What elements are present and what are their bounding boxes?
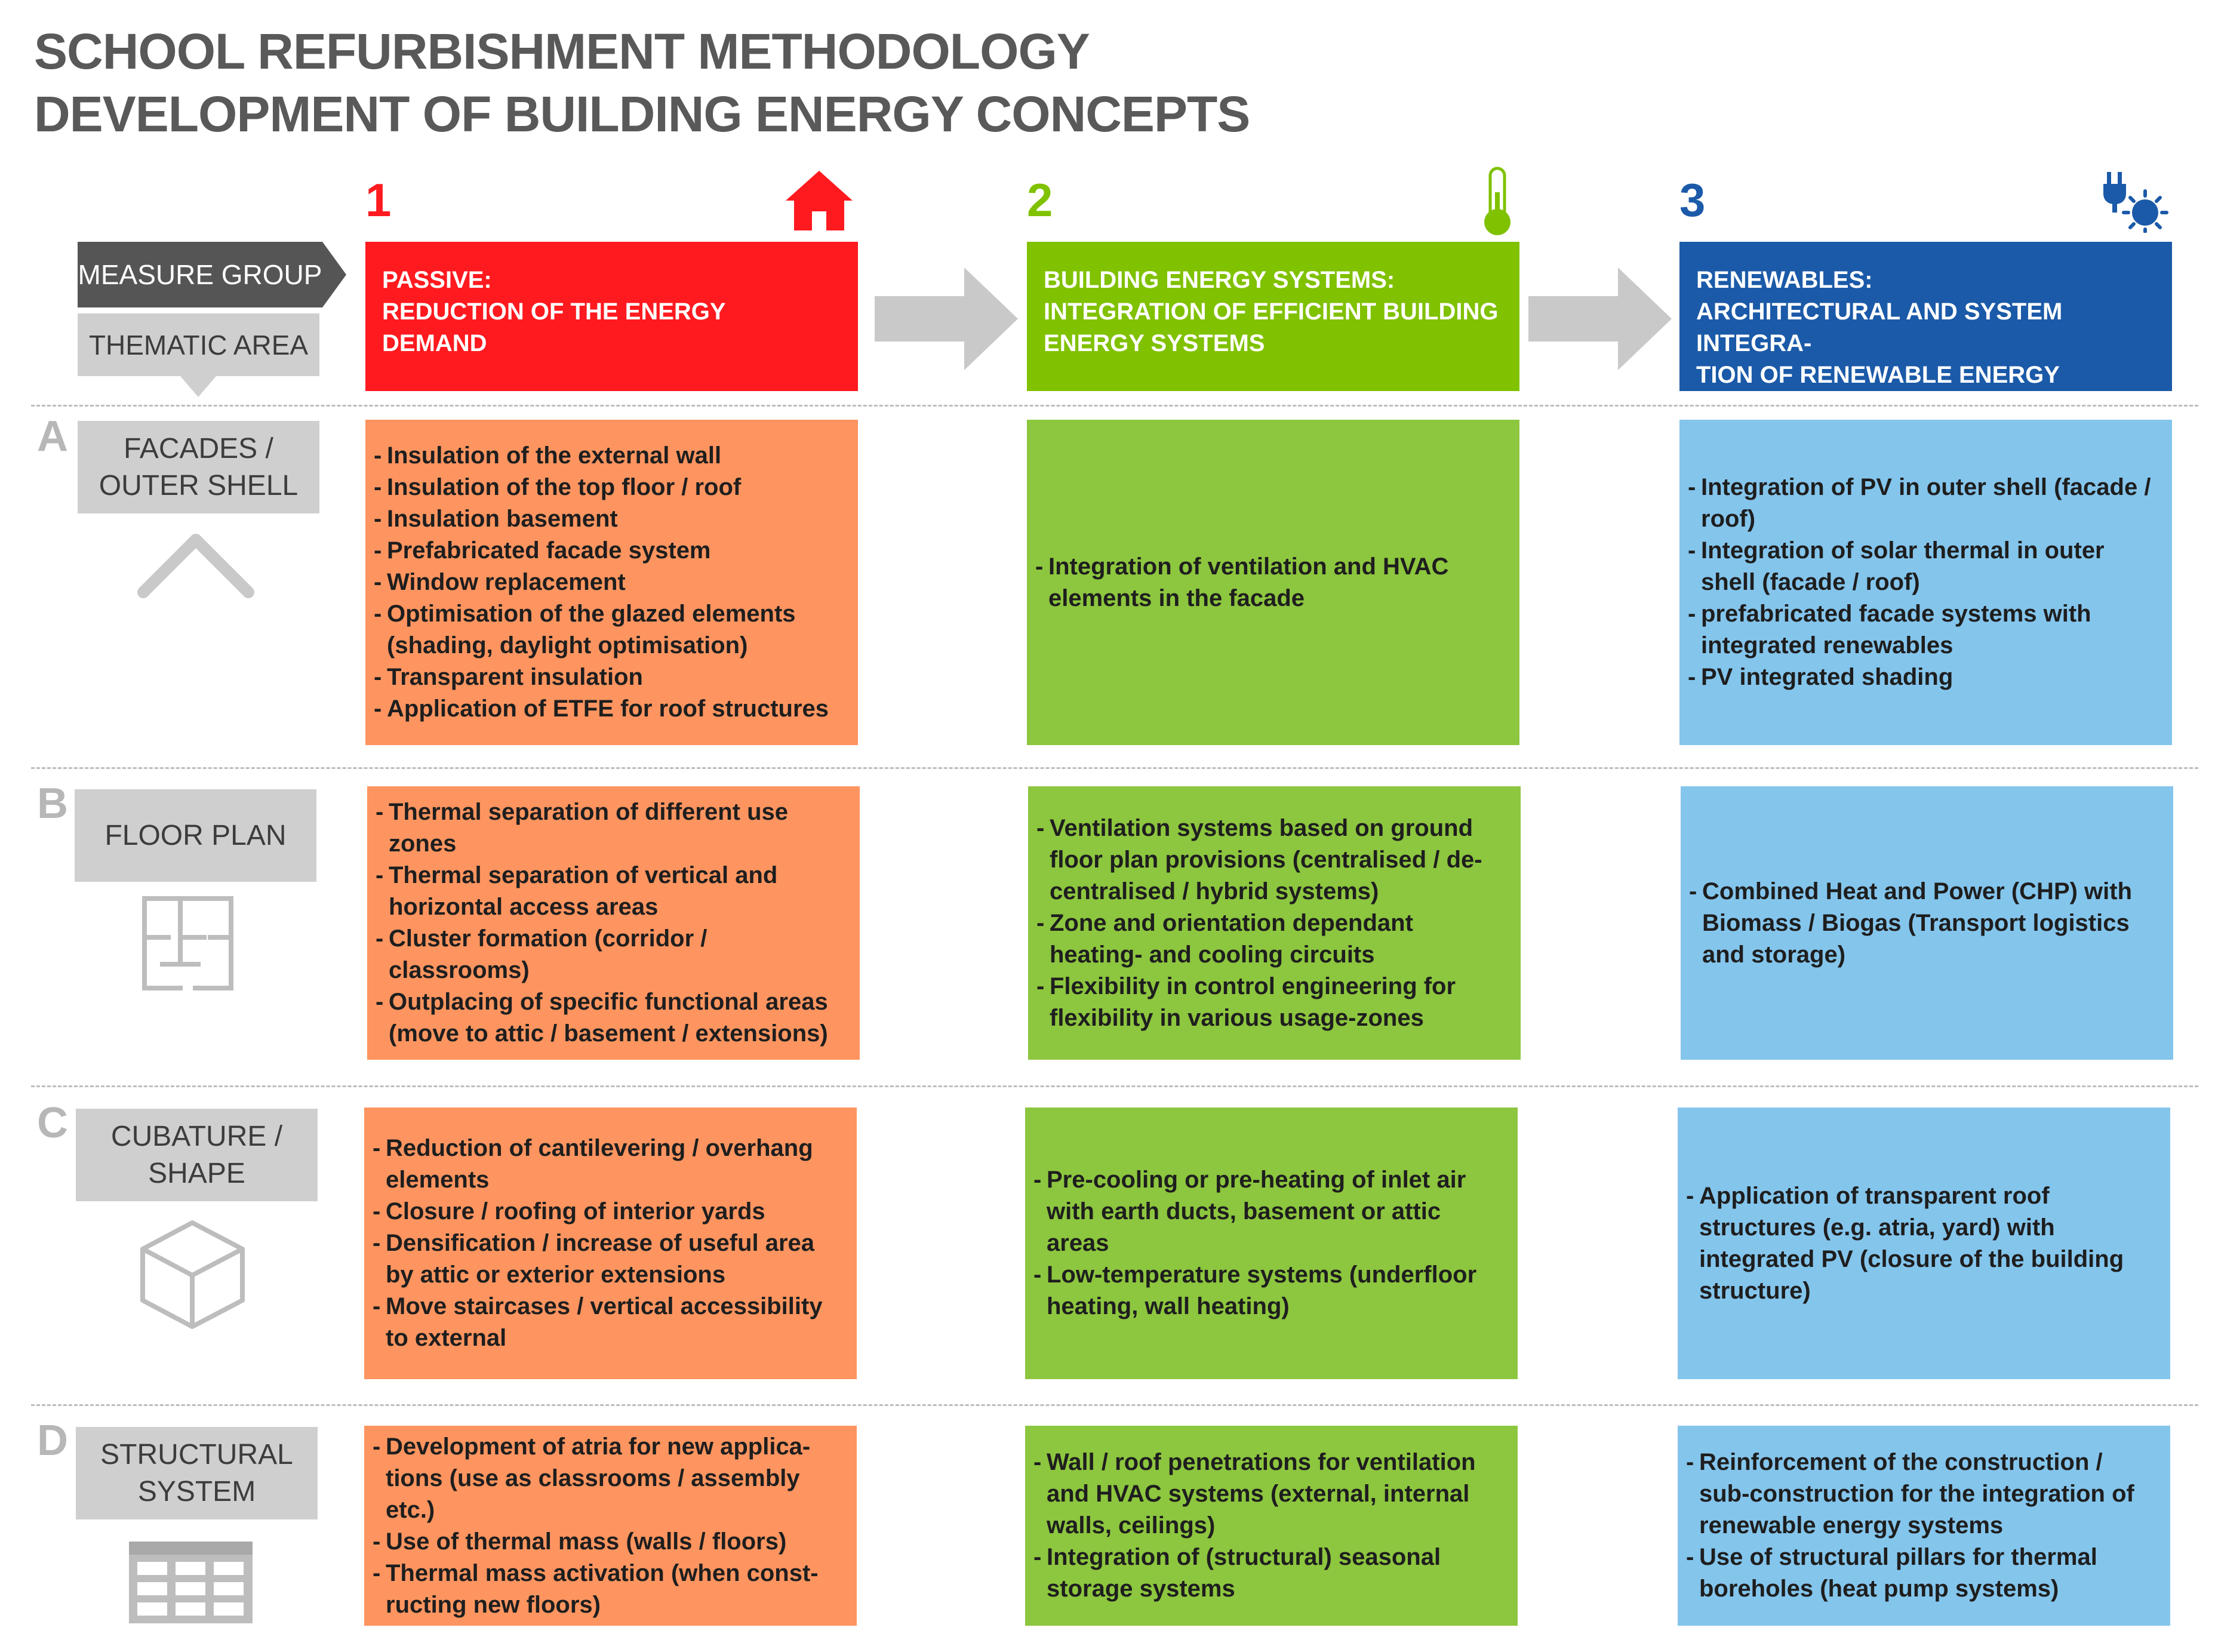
measure-item: Insulation of the external wall (374, 440, 847, 472)
measure-group-label: MEASURE GROUP (78, 259, 322, 290)
measure-item: Closure / roofing of interior yards (373, 1196, 846, 1228)
thematic-area-label: THEMATIC AREA (88, 329, 309, 361)
cell-d-systems: Wall / roof penetrations for ventilation… (1025, 1426, 1518, 1626)
thematic-area-floor-plan: FLOOR PLAN (75, 789, 316, 882)
thematic-area-tag: THEMATIC AREA (78, 313, 319, 400)
cell-b-renewables: Combined Heat and Power (CHP) with Bioma… (1681, 786, 2173, 1060)
cell-b-passive: Thermal separation of different use zone… (367, 786, 860, 1060)
header-passive-text: PASSIVE: REDUCTION OF THE ENERGY DEMAND (382, 267, 726, 356)
arrow-1-to-2-icon (875, 267, 1018, 370)
measure-item: Integration of ventilation and HVAC elem… (1035, 551, 1509, 614)
measure-item: Insulation basement (374, 503, 847, 535)
measure-item: Wall / roof penetrations for ventilation… (1033, 1447, 1507, 1542)
measure-item: Move staircases / vertical accessibility… (373, 1291, 846, 1354)
row-letter-a: A (37, 413, 68, 460)
measure-item: Flexibility in control engineering for f… (1036, 971, 1510, 1034)
measure-item: Thermal separation of vertical and horiz… (376, 860, 849, 923)
measure-item: Use of structural pillars for thermal bo… (1686, 1542, 2159, 1605)
thematic-area-facades: FACADES / OUTER SHELL (78, 421, 319, 513)
measure-item: Use of thermal mass (walls / floors) (373, 1526, 846, 1558)
cell-b-systems: Ventilation systems based on ground floo… (1028, 786, 1521, 1060)
group-number-2: 2 (1027, 174, 1053, 226)
measure-item: Ventilation systems based on ground floo… (1036, 813, 1510, 907)
group-number-1: 1 (365, 174, 392, 226)
title-line-1: SCHOOL REFURBISHMENT METHODOLOGY (34, 23, 1090, 79)
measure-item: Application of transparent roof structur… (1686, 1180, 2159, 1307)
floor-plan-icon (139, 893, 240, 994)
measure-item: Development of atria for new applica- ti… (373, 1431, 846, 1526)
cell-c-systems: Pre-cooling or pre-heating of inlet air … (1025, 1108, 1518, 1379)
measure-item: Thermal separation of different use zone… (376, 796, 849, 860)
row-separator-top (31, 405, 2198, 407)
measure-item: Window replacement (374, 567, 847, 598)
header-systems-text: BUILDING ENERGY SYSTEMS: INTEGRATION OF … (1044, 267, 1499, 356)
thematic-area-facades-label: FACADES / OUTER SHELL (99, 432, 299, 502)
plug-sun-icon (2099, 167, 2170, 233)
measure-item: Cluster formation (corridor / classrooms… (376, 923, 849, 986)
header-building-energy-systems: BUILDING ENERGY SYSTEMS: INTEGRATION OF … (1027, 242, 1519, 391)
row-letter-c: C (37, 1099, 68, 1147)
row-separator-c-d (31, 1404, 2198, 1406)
group-number-3: 3 (1679, 174, 1706, 226)
measure-item: Combined Heat and Power (CHP) with Bioma… (1689, 876, 2162, 971)
cell-a-renewables: Integration of PV in outer shell (facade… (1679, 420, 2172, 745)
title-line-2: DEVELOPMENT OF BUILDING ENERGY CONCEPTS (34, 86, 1250, 142)
header-passive: PASSIVE: REDUCTION OF THE ENERGY DEMAND (365, 242, 858, 391)
measure-item: PV integrated shading (1688, 662, 2161, 693)
cell-a-systems: Integration of ventilation and HVAC elem… (1027, 420, 1519, 745)
thematic-area-floor-plan-label: FLOOR PLAN (104, 819, 287, 851)
row-separator-a-b (31, 767, 2198, 769)
measure-item: Application of ETFE for roof structures (374, 693, 847, 725)
measure-item: Optimisation of the glazed elements (sha… (374, 598, 847, 662)
measure-item: Reinforcement of the construction / sub-… (1686, 1447, 2159, 1542)
measure-item: Integration of solar thermal in outer sh… (1688, 535, 2161, 598)
cell-d-renewables: Reinforcement of the construction / sub-… (1678, 1426, 2170, 1626)
row-separator-b-c (31, 1085, 2198, 1087)
measure-item: Reduction of cantilevering / overhang el… (373, 1133, 846, 1196)
arrow-2-to-3-icon (1528, 267, 1672, 370)
measure-item: Integration of (structural) seasonal sto… (1033, 1542, 1507, 1605)
cell-d-passive: Development of atria for new applica- ti… (364, 1426, 857, 1626)
roof-chevron-icon (136, 525, 256, 603)
measure-item: Transparent insulation (374, 662, 847, 693)
header-renewables: RENEWABLES: ARCHITECTURAL AND SYSTEM INT… (1679, 242, 2172, 420)
thematic-area-structural-label: STRUCTURAL SYSTEM (100, 1438, 293, 1508)
thematic-area-cubature-label: CUBATURE / SHAPE (110, 1120, 283, 1189)
thematic-area-structural: STRUCTURAL SYSTEM (76, 1427, 318, 1519)
measure-group-tag: MEASURE GROUP (78, 242, 346, 307)
measure-item: Densification / increase of useful area … (373, 1228, 846, 1291)
measure-item: Integration of PV in outer shell (facade… (1688, 472, 2161, 535)
thematic-area-cubature: CUBATURE / SHAPE (76, 1109, 318, 1201)
grid-icon (127, 1539, 255, 1626)
measure-item: Prefabricated facade system (374, 535, 847, 567)
measure-item: Outplacing of specific functional areas … (376, 986, 849, 1050)
thermometer-icon (1478, 166, 1517, 238)
measure-item: Low-temperature systems (underfloor heat… (1033, 1259, 1507, 1322)
cell-c-passive: Reduction of cantilevering / overhang el… (364, 1108, 857, 1379)
cube-icon (137, 1218, 248, 1331)
measure-item: Thermal mass activation (when const- ruc… (373, 1558, 846, 1621)
measure-item: Pre-cooling or pre-heating of inlet air … (1033, 1164, 1507, 1259)
cell-c-renewables: Application of transparent roof structur… (1678, 1108, 2170, 1379)
header-renewables-text: RENEWABLES: ARCHITECTURAL AND SYSTEM INT… (1696, 267, 2063, 420)
cell-a-passive: Insulation of the external wallInsulatio… (365, 420, 858, 745)
row-letter-d: D (37, 1417, 68, 1465)
house-icon (783, 167, 855, 234)
measure-item: Insulation of the top floor / roof (374, 472, 847, 503)
measure-item: prefabricated facade systems with integr… (1688, 598, 2161, 662)
row-letter-b: B (37, 780, 68, 827)
measure-item: Zone and orientation dependant heating- … (1036, 907, 1510, 971)
